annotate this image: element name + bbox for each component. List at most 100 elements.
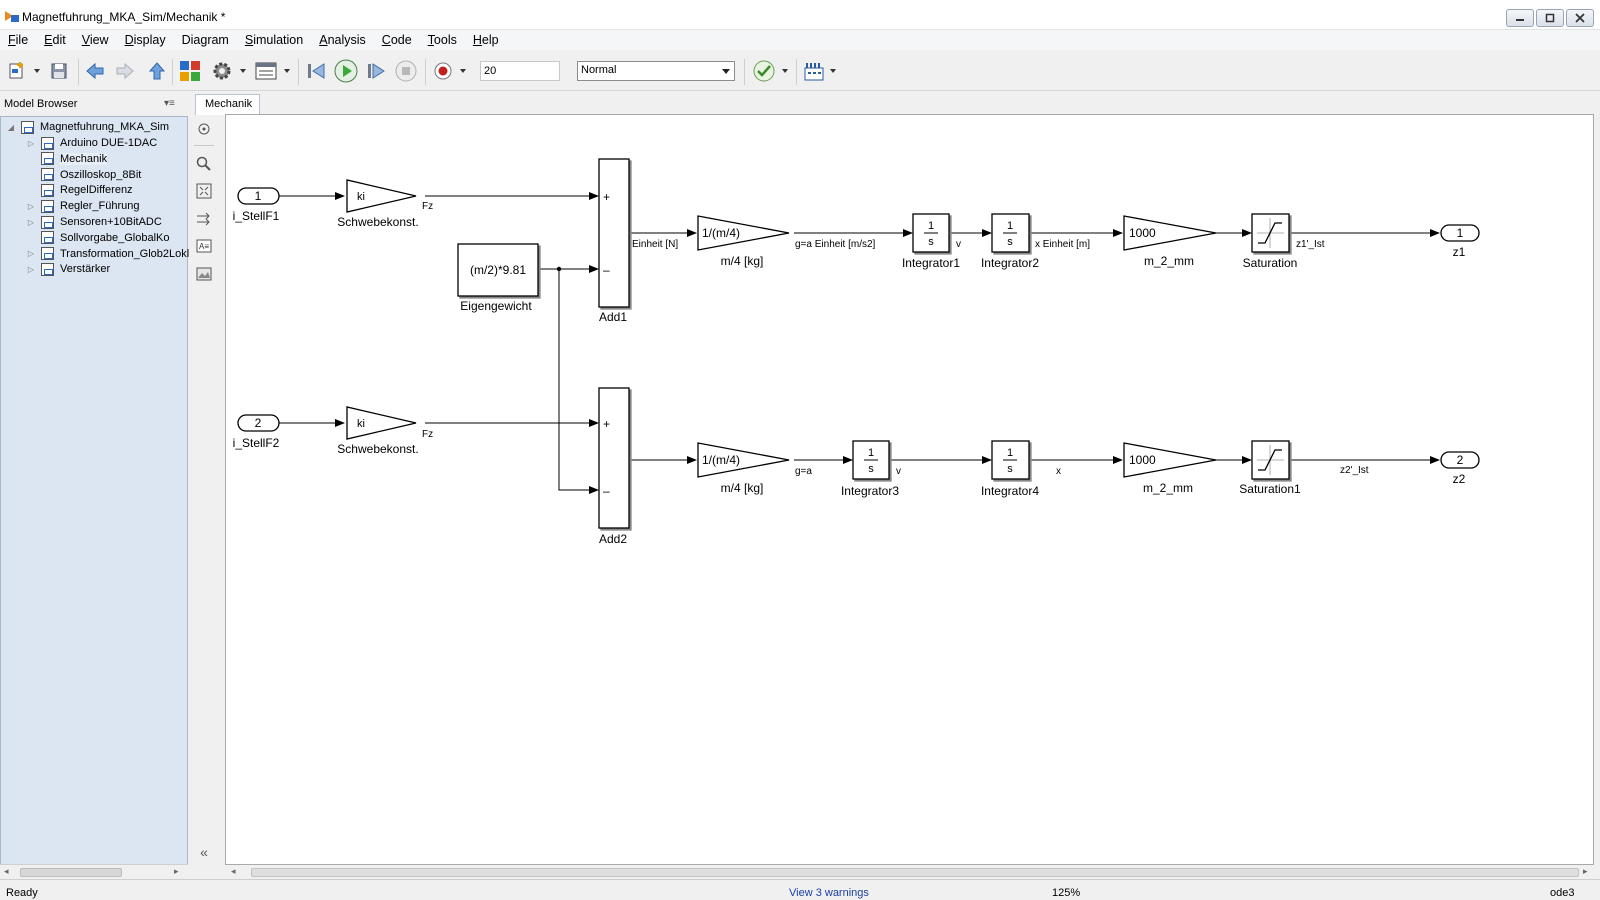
add2-plus: + bbox=[603, 417, 610, 431]
gain-block-mass-1[interactable] bbox=[697, 215, 790, 251]
expand-icon[interactable]: ▷ bbox=[27, 249, 35, 259]
expand-icon[interactable]: ▷ bbox=[27, 217, 35, 227]
zoom-button[interactable] bbox=[195, 155, 213, 173]
integrator-block-4[interactable] bbox=[991, 440, 1030, 480]
save-button[interactable] bbox=[48, 60, 70, 82]
menu-diagram[interactable]: Diagram bbox=[181, 33, 229, 47]
tree-item[interactable]: ▷Verstärker bbox=[27, 261, 110, 277]
constant-block[interactable] bbox=[457, 243, 539, 297]
inport-1[interactable] bbox=[237, 187, 280, 205]
up-button[interactable] bbox=[146, 60, 168, 82]
inport-2[interactable] bbox=[237, 414, 280, 432]
model-explorer-button[interactable] bbox=[254, 60, 278, 82]
menu-tools[interactable]: Tools bbox=[427, 33, 457, 47]
model-explorer-dropdown[interactable] bbox=[282, 60, 292, 82]
tree-item[interactable]: Sollvorgabe_GlobalKo bbox=[27, 230, 169, 246]
library-browser-button[interactable] bbox=[178, 60, 202, 82]
model-config-dropdown[interactable] bbox=[238, 60, 248, 82]
minimize-button[interactable] bbox=[1506, 9, 1534, 27]
expand-icon[interactable]: ▷ bbox=[27, 264, 35, 274]
record-dropdown[interactable] bbox=[458, 60, 468, 82]
canvas-scroll-thumb[interactable] bbox=[251, 868, 1579, 877]
gain-block-ki-1[interactable] bbox=[346, 179, 417, 213]
tree-item[interactable]: Mechanik bbox=[27, 151, 108, 167]
fit-to-view-button[interactable] bbox=[195, 182, 213, 200]
run-button[interactable] bbox=[333, 59, 359, 83]
target-icon bbox=[198, 123, 210, 135]
integrator-block-2[interactable] bbox=[991, 213, 1030, 253]
back-button[interactable] bbox=[84, 60, 106, 82]
collapse-browser-button[interactable]: « bbox=[195, 843, 213, 861]
tree-item[interactable]: ▷Transformation_Glob2Lokl bbox=[27, 246, 189, 262]
close-button[interactable] bbox=[1566, 9, 1594, 27]
forward-button[interactable] bbox=[114, 60, 136, 82]
browser-options-icon[interactable]: ▾≡ bbox=[164, 98, 175, 109]
scroll-right-icon[interactable]: ▸ bbox=[174, 866, 179, 876]
sum-block-add2[interactable] bbox=[598, 387, 630, 529]
signal-arrows-button[interactable] bbox=[195, 210, 213, 228]
tree-item-label: Sollvorgabe_GlobalKo bbox=[60, 231, 170, 244]
integrator-block-3[interactable] bbox=[852, 440, 890, 480]
image-button[interactable] bbox=[195, 265, 213, 283]
sat1-label: Saturation bbox=[1243, 256, 1298, 270]
step-back-button[interactable] bbox=[304, 60, 328, 82]
gain-block-mass-2[interactable] bbox=[697, 442, 790, 478]
record-button[interactable] bbox=[432, 60, 454, 82]
build-dropdown[interactable] bbox=[828, 60, 838, 82]
menu-help[interactable]: Help bbox=[472, 33, 499, 47]
annotation-button[interactable]: A≡ bbox=[195, 237, 213, 255]
menu-analysis[interactable]: Analysis bbox=[319, 33, 366, 47]
add2-label: Add2 bbox=[599, 532, 627, 546]
model-config-button[interactable] bbox=[210, 60, 234, 82]
build-button[interactable] bbox=[802, 60, 826, 82]
step-forward-button[interactable] bbox=[364, 60, 388, 82]
outport-2[interactable] bbox=[1440, 451, 1480, 469]
tree-horizontal-scrollbar[interactable]: ◂ ▸ bbox=[0, 864, 188, 878]
gain-block-m2mm-2[interactable] bbox=[1123, 442, 1217, 478]
tree-item[interactable]: ▷Regler_Führung bbox=[27, 198, 140, 214]
expand-icon[interactable]: ▷ bbox=[27, 138, 35, 148]
model-advisor-dropdown[interactable] bbox=[780, 60, 790, 82]
menu-edit[interactable]: Edit bbox=[44, 33, 66, 47]
sum-block-add1[interactable] bbox=[598, 158, 630, 308]
tree-scroll-thumb[interactable] bbox=[20, 868, 122, 877]
record-icon bbox=[434, 62, 452, 80]
scroll-left-icon[interactable]: ◂ bbox=[231, 866, 236, 876]
diagram-canvas[interactable]: 1 i_StellF1 2 i_StellF2 ki Schwebekonst.… bbox=[225, 114, 1594, 865]
title-bar: Magnetfuhrung_MKA_Sim/Mechanik * bbox=[0, 0, 1600, 30]
hide-show-explorer-button[interactable] bbox=[195, 120, 213, 138]
saturation-block-1[interactable] bbox=[1251, 213, 1290, 253]
collapse-icon[interactable]: ◢ bbox=[7, 122, 15, 132]
canvas-horizontal-scrollbar[interactable]: ◂ ▸ bbox=[225, 865, 1594, 879]
tree-item[interactable]: ▷Arduino DUE-1DAC bbox=[27, 135, 157, 151]
scroll-right-icon[interactable]: ▸ bbox=[1583, 866, 1588, 876]
tree-root[interactable]: ◢ Magnetfuhrung_MKA_Sim bbox=[7, 119, 169, 135]
maximize-button[interactable] bbox=[1536, 9, 1564, 27]
stop-time-input[interactable] bbox=[480, 61, 560, 81]
canvas-vertical-scrollbar[interactable] bbox=[1594, 92, 1600, 879]
gain-block-m2mm-1[interactable] bbox=[1123, 215, 1217, 251]
outport-1[interactable] bbox=[1440, 224, 1480, 242]
menu-display[interactable]: Display bbox=[124, 33, 166, 47]
gain-block-ki-2[interactable] bbox=[346, 406, 417, 440]
menu-view[interactable]: View bbox=[81, 33, 109, 47]
scroll-left-icon[interactable]: ◂ bbox=[4, 866, 9, 876]
menu-simulation[interactable]: Simulation bbox=[244, 33, 304, 47]
tab-mechanik[interactable]: Mechanik bbox=[195, 94, 260, 115]
integrator-block-1[interactable] bbox=[912, 213, 950, 253]
tree-item[interactable]: RegelDifferenz bbox=[27, 182, 133, 198]
tree-item[interactable]: ▷Sensoren+10BitADC bbox=[27, 214, 162, 230]
new-model-button[interactable] bbox=[6, 60, 28, 82]
saturation-block-2[interactable] bbox=[1251, 440, 1290, 480]
status-warnings-link[interactable]: View 3 warnings bbox=[789, 887, 869, 899]
model-advisor-button[interactable] bbox=[752, 60, 776, 82]
stop-button[interactable] bbox=[394, 60, 418, 82]
tree-item[interactable]: Oszilloskop_8Bit bbox=[27, 167, 141, 183]
zoom-icon bbox=[196, 156, 211, 171]
menu-file[interactable]: File bbox=[8, 33, 29, 47]
expand-icon[interactable]: ▷ bbox=[27, 201, 35, 211]
menu-code[interactable]: Code bbox=[381, 33, 412, 47]
chevron-down-icon bbox=[240, 69, 246, 73]
simulation-mode-select[interactable]: Normal bbox=[577, 61, 735, 81]
new-model-dropdown[interactable] bbox=[32, 60, 42, 82]
